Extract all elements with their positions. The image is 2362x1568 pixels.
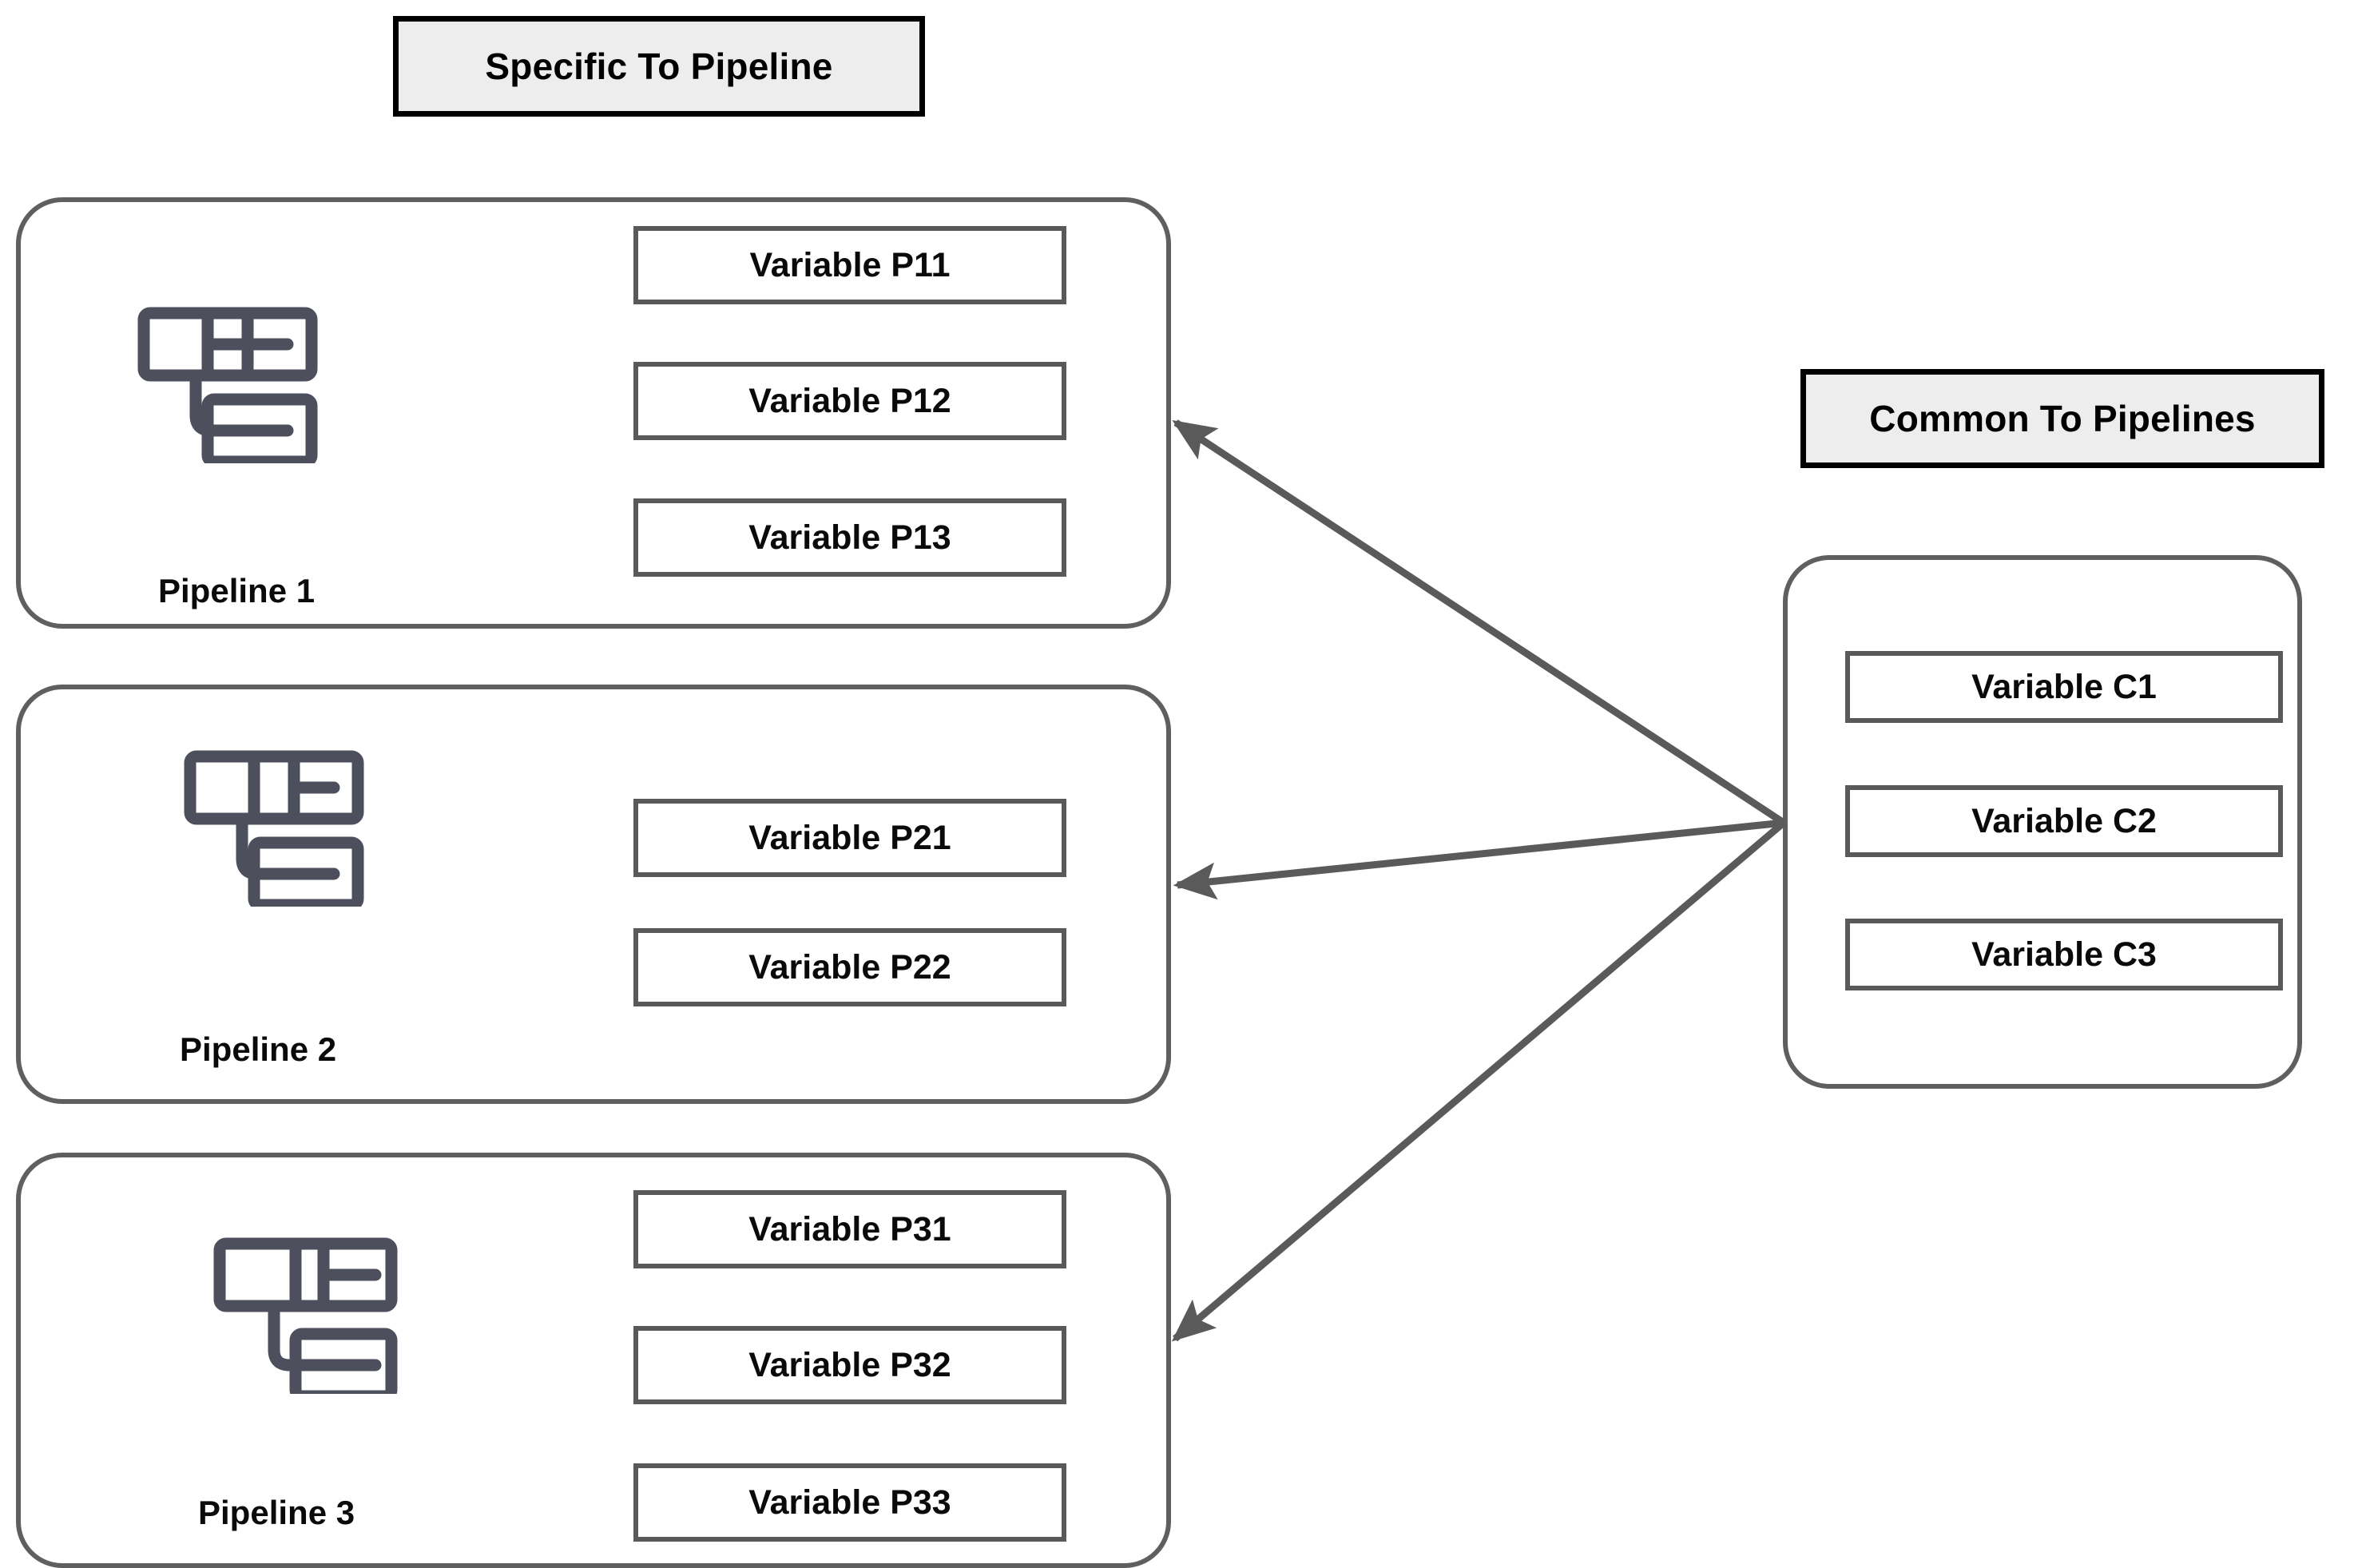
- variable-chip-c3-label: Variable C3: [1971, 935, 2157, 974]
- variable-chip-p33-label: Variable P33: [748, 1483, 951, 1522]
- variable-chip-p32-label: Variable P32: [748, 1345, 951, 1384]
- variable-chip-c2-label: Variable C2: [1971, 801, 2157, 840]
- variable-chip-p13[interactable]: Variable P13: [633, 498, 1066, 577]
- variable-chip-p31[interactable]: Variable P31: [633, 1190, 1066, 1268]
- variable-chip-p32[interactable]: Variable P32: [633, 1326, 1066, 1404]
- variable-chip-p12[interactable]: Variable P12: [633, 362, 1066, 440]
- variable-chip-c3[interactable]: Variable C3: [1845, 919, 2283, 990]
- header-common-label: Common To Pipelines: [1869, 398, 2256, 439]
- arrow-common-to-pipeline-1: [1172, 419, 1786, 826]
- header-specific-to-pipeline: Specific To Pipeline: [393, 16, 925, 117]
- header-common-to-pipelines: Common To Pipelines: [1800, 369, 2324, 468]
- variable-chip-c1-label: Variable C1: [1971, 667, 2157, 706]
- variable-chip-c1[interactable]: Variable C1: [1845, 651, 2283, 723]
- pipeline-flow-icon: [212, 1234, 435, 1403]
- variable-chip-p22[interactable]: Variable P22: [633, 928, 1066, 1006]
- pipeline-caption-1: Pipeline 1: [158, 572, 316, 609]
- pipeline-caption-2: Pipeline 2: [180, 1030, 337, 1068]
- variable-chip-p11[interactable]: Variable P11: [633, 226, 1066, 304]
- variable-chip-p21-label: Variable P21: [748, 818, 951, 857]
- variable-chip-p11-label: Variable P11: [749, 245, 951, 284]
- variable-chip-p31-label: Variable P31: [748, 1209, 951, 1248]
- arrow-common-to-pipeline-2: [1173, 819, 1784, 900]
- variable-chip-c2[interactable]: Variable C2: [1845, 785, 2283, 857]
- pipeline-caption-3: Pipeline 3: [198, 1494, 355, 1531]
- pipeline-flow-icon: [182, 747, 406, 911]
- variable-chip-p13-label: Variable P13: [748, 518, 951, 557]
- header-specific-label: Specific To Pipeline: [485, 46, 833, 87]
- variable-chip-p22-label: Variable P22: [748, 947, 951, 986]
- variable-chip-p33[interactable]: Variable P33: [633, 1463, 1066, 1542]
- arrow-common-to-pipeline-3: [1171, 820, 1786, 1342]
- pipeline-flow-icon: [136, 304, 359, 468]
- variable-chip-p12-label: Variable P12: [748, 381, 951, 420]
- variable-chip-p21[interactable]: Variable P21: [633, 799, 1066, 877]
